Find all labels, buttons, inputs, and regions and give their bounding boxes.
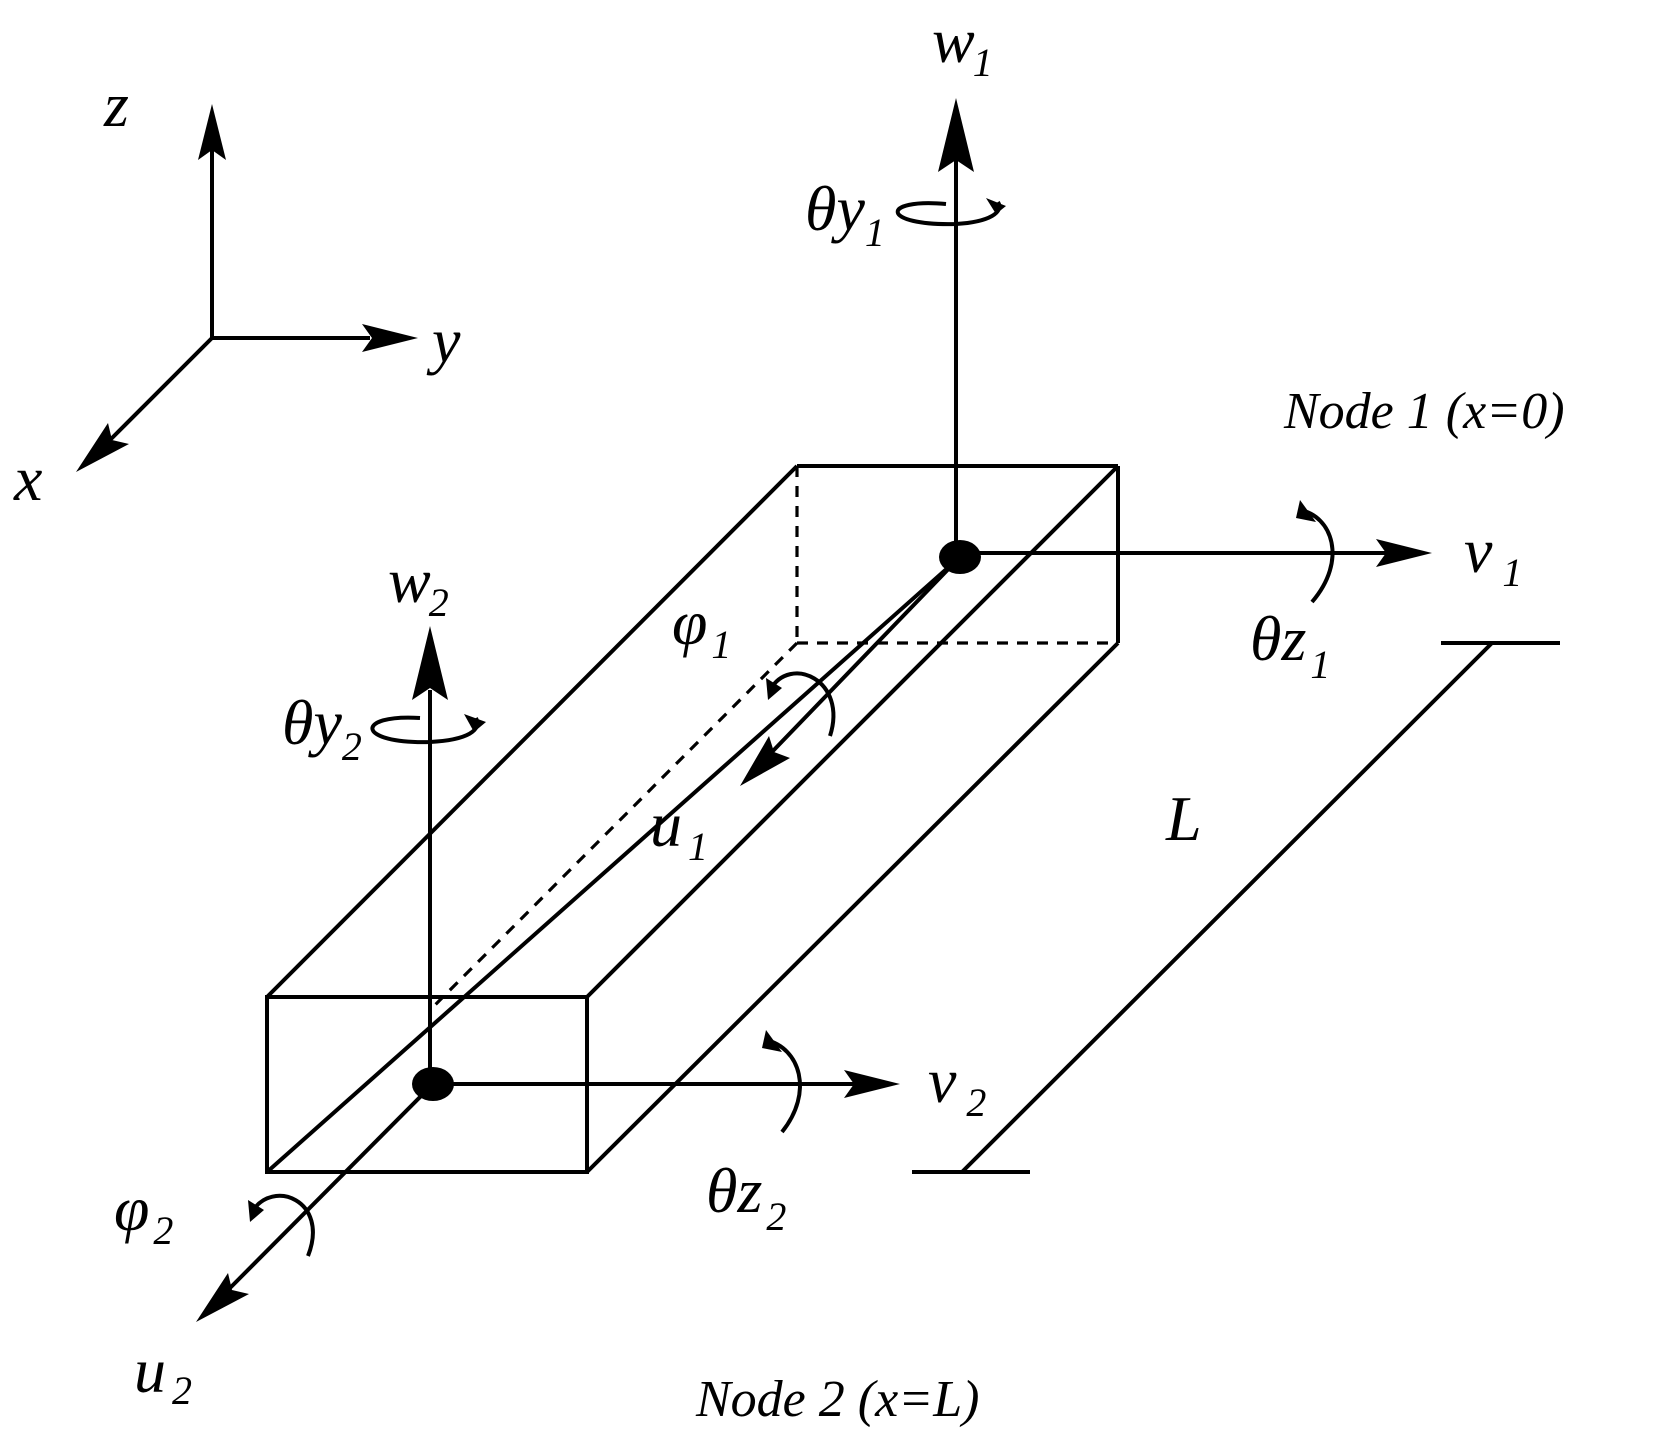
node-1-caption: Node 1 (x=0) xyxy=(1283,383,1565,440)
theta-z1-arrowhead xyxy=(1296,500,1316,522)
x-axis-line xyxy=(108,336,214,442)
v1-arrowhead xyxy=(1376,539,1432,567)
beam-centroid-axis xyxy=(265,555,962,1174)
theta-z2-rotation-arc xyxy=(765,1038,802,1134)
theta-y1-rotation-arc xyxy=(895,200,1002,227)
w2-label: w2 xyxy=(388,545,449,625)
coordinate-axes: z y x xyxy=(13,69,461,514)
y-axis-label: y xyxy=(426,305,461,376)
beam-left-top-edge xyxy=(265,464,799,999)
y-axis-arrowhead xyxy=(362,324,418,352)
z-axis-label: z xyxy=(103,69,129,140)
u1-arrow-line xyxy=(768,555,962,756)
v2-arrowhead xyxy=(844,1070,900,1098)
theta-y1-arrowhead xyxy=(986,198,1006,214)
u2-arrow-line xyxy=(228,1082,435,1290)
phi1-arrowhead xyxy=(766,678,782,700)
length-dimension-line xyxy=(960,641,1494,1174)
node-2-caption: Node 2 (x=L) xyxy=(695,1371,980,1428)
beam-hidden-left-bottom xyxy=(428,641,799,1012)
theta-z1-rotation-arc xyxy=(1299,508,1335,604)
z-axis-arrowhead xyxy=(198,104,226,160)
x-axis-label: x xyxy=(13,443,42,514)
theta-y1-label: θy1 xyxy=(805,173,885,255)
phi2-arrowhead xyxy=(248,1200,264,1222)
w1-arrowhead xyxy=(938,98,974,172)
w2-arrowhead xyxy=(412,626,448,700)
theta-y2-arrowhead xyxy=(464,714,486,732)
x-axis-arrowhead xyxy=(76,423,129,472)
length-label: L xyxy=(1165,783,1202,854)
u1-arrowhead xyxy=(740,736,790,786)
length-dimension: L xyxy=(912,641,1560,1174)
theta-z2-arrowhead xyxy=(762,1030,782,1052)
phi1-rotation-arc xyxy=(768,671,836,737)
theta-y2-rotation-arc xyxy=(370,715,480,745)
theta-y2-label: θy2 xyxy=(282,687,362,769)
w1-label: w1 xyxy=(932,5,993,85)
u2-arrowhead xyxy=(196,1273,249,1322)
beam-right-top-edge xyxy=(585,464,1120,999)
phi2-rotation-arc xyxy=(250,1193,315,1257)
